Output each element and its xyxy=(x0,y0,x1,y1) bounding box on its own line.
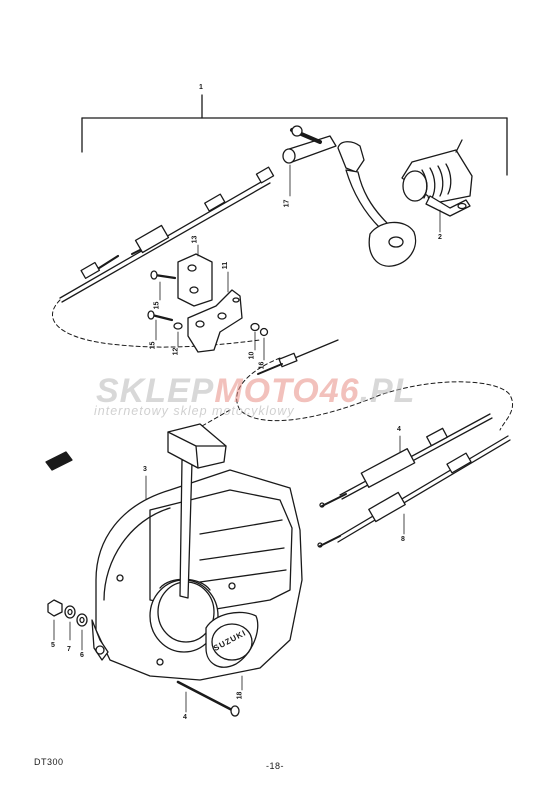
housing-fasteners xyxy=(47,599,88,627)
badge-plate xyxy=(205,611,259,668)
upper-control-cable xyxy=(59,166,275,303)
footer-model: DT300 xyxy=(34,757,64,767)
watermark-brand-c: .PL xyxy=(359,372,416,410)
callout-15-lower: 15 xyxy=(149,341,157,350)
callout-3: 3 xyxy=(143,466,147,473)
callout-18: 18 xyxy=(236,691,244,700)
callout-1: 1 xyxy=(199,84,203,91)
callout-15-upper: 15 xyxy=(153,301,161,310)
watermark-logo: SKLEPMOTO46.PL xyxy=(96,374,415,408)
pedal-arm xyxy=(337,141,417,267)
long-bolt xyxy=(176,680,240,717)
callout-13: 13 xyxy=(191,235,199,244)
callout-17: 17 xyxy=(283,199,291,208)
pedal-rod xyxy=(282,125,337,164)
callout-7: 7 xyxy=(67,646,71,653)
reference-tag-icon xyxy=(45,451,73,471)
callout-11: 11 xyxy=(222,261,230,270)
lower-cable-a xyxy=(319,413,493,508)
watermark-brand-a: SKLEP xyxy=(96,372,215,410)
assembly-bracket-line xyxy=(81,94,508,176)
footer-page-number: -18- xyxy=(266,761,285,771)
dashed-guides xyxy=(52,299,514,431)
pedal-spring-assembly xyxy=(401,139,473,217)
callout-2: 2 xyxy=(438,234,442,241)
mounting-brackets xyxy=(177,253,243,353)
callout-12: 12 xyxy=(172,347,180,356)
callout-5: 5 xyxy=(51,642,55,649)
callout-4-bolt: 4 xyxy=(183,714,187,721)
callout-6: 6 xyxy=(80,652,84,659)
bracket-fasteners xyxy=(147,270,269,337)
lower-cable-b xyxy=(317,435,511,548)
watermark-tagline: internetowy sklep motocyklowy xyxy=(94,404,295,418)
callout-4-cable: 4 xyxy=(397,426,401,433)
callout-10: 10 xyxy=(248,351,256,360)
watermark-brand-b: MOTO46 xyxy=(214,372,360,410)
cable-end-fitting xyxy=(257,339,339,375)
callout-8: 8 xyxy=(401,536,405,543)
callout-16: 16 xyxy=(258,361,266,370)
shift-lever xyxy=(167,423,227,599)
